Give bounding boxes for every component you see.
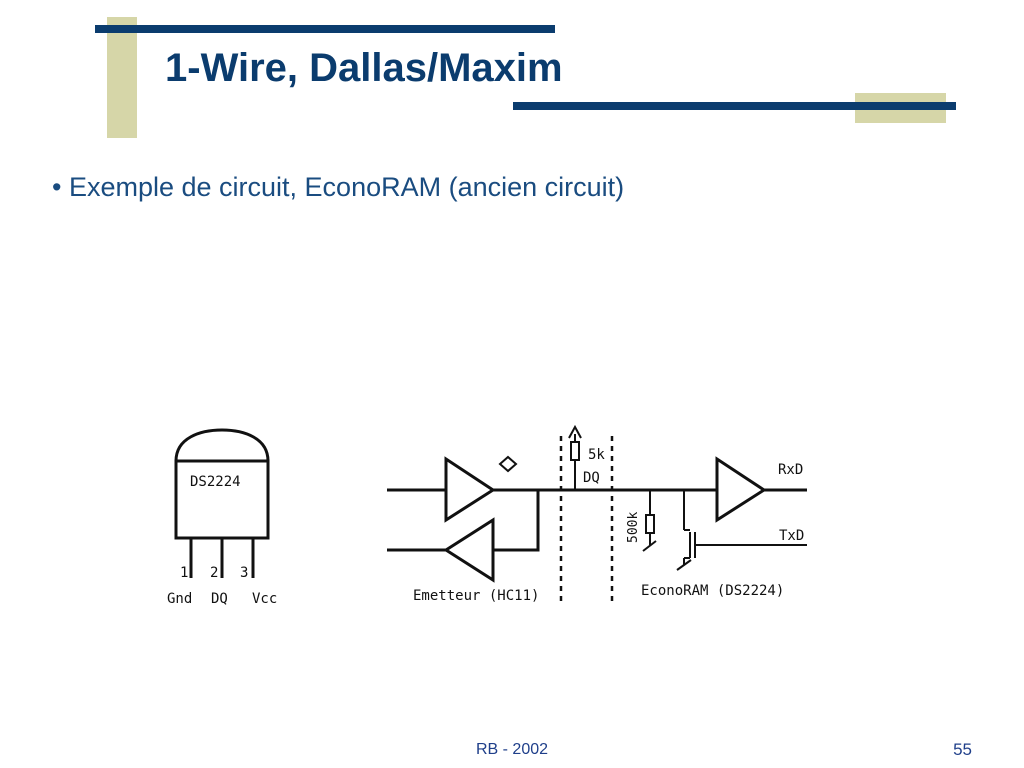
econoram-label: EconoRAM (DS2224) [641,583,784,599]
pin-number-2: 2 [210,565,218,581]
page-number: 55 [953,740,972,759]
chip-package-outline [174,428,270,462]
input-buffer [443,517,495,583]
pullup-resistor [570,441,580,461]
footer-text: RB - 2002 [475,741,549,758]
feedback-wire [493,490,540,552]
pin-name-dq: DQ [211,591,228,607]
rxd-label: RxD [778,462,803,478]
resistor-500k-label: 500k [626,512,641,543]
resistor-500k [645,514,655,534]
bullet-text: • Exemple de circuit, EconoRAM (ancien c… [52,172,625,202]
navy-bottom-line [513,102,956,110]
output-buffer [444,456,496,523]
khaki-vertical-bar [107,17,137,138]
pin-name-vcc: Vcc [252,591,277,607]
pin-number-1: 1 [180,565,188,581]
diamond-marker [498,455,518,473]
pin-number-3: 3 [240,565,248,581]
txd-label: TxD [779,528,804,544]
chip-body [174,459,270,540]
pin-name-gnd: Gnd [167,591,192,607]
emitter-label: Emetteur (HC11) [413,588,539,604]
dq-label: DQ [583,470,600,486]
chip-name: DS2224 [190,474,241,490]
rx-buffer [715,456,767,523]
navy-top-line [95,25,555,33]
slide-title: 1-Wire, Dallas/Maxim [165,46,563,90]
pullup-label: 5k [588,447,605,463]
